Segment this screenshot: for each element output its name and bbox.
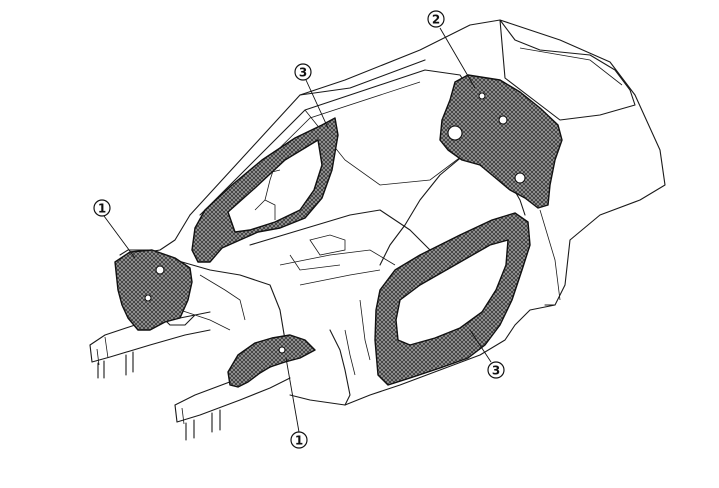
panel-hole — [514, 172, 526, 184]
body-shell-outline — [89, 19, 666, 441]
leader-line — [305, 79, 329, 129]
callout-number: 3 — [299, 66, 307, 80]
leader-line — [439, 27, 476, 89]
leader-line — [285, 357, 300, 433]
callout-circle — [290, 431, 308, 449]
reinforcement-panels — [114, 74, 563, 388]
callout-2: 2 — [427, 10, 445, 28]
panel-hole — [144, 294, 152, 302]
callout-1-bottom: 1 — [290, 431, 308, 449]
panel-hole — [155, 265, 165, 275]
front-reinforcement-right — [227, 334, 316, 388]
callout-number: 1 — [98, 202, 106, 216]
rear-upper-reinforcement — [439, 74, 563, 209]
callout-circle — [294, 63, 312, 81]
door-frame-reinforcement — [374, 212, 531, 386]
callout-number: 2 — [432, 13, 440, 27]
callout-1-left: 1 — [93, 199, 111, 217]
panel-hole — [498, 115, 508, 125]
callout-circle — [93, 199, 111, 217]
callout-circle — [487, 361, 505, 379]
leader-line — [469, 329, 492, 363]
front-reinforcement-left — [114, 249, 193, 331]
leader-line — [103, 215, 136, 259]
panel-hole — [478, 92, 486, 100]
callout-leaders — [103, 27, 492, 433]
front-pillar-reinforcement — [191, 117, 339, 263]
callout-number: 1 — [295, 434, 303, 448]
callout-number: 3 — [492, 364, 500, 378]
callout-3-right: 3 — [487, 361, 505, 379]
panel-hole — [447, 125, 463, 141]
callout-3-top: 3 — [294, 63, 312, 81]
callout-circle — [427, 10, 445, 28]
panel-hole — [278, 346, 286, 354]
